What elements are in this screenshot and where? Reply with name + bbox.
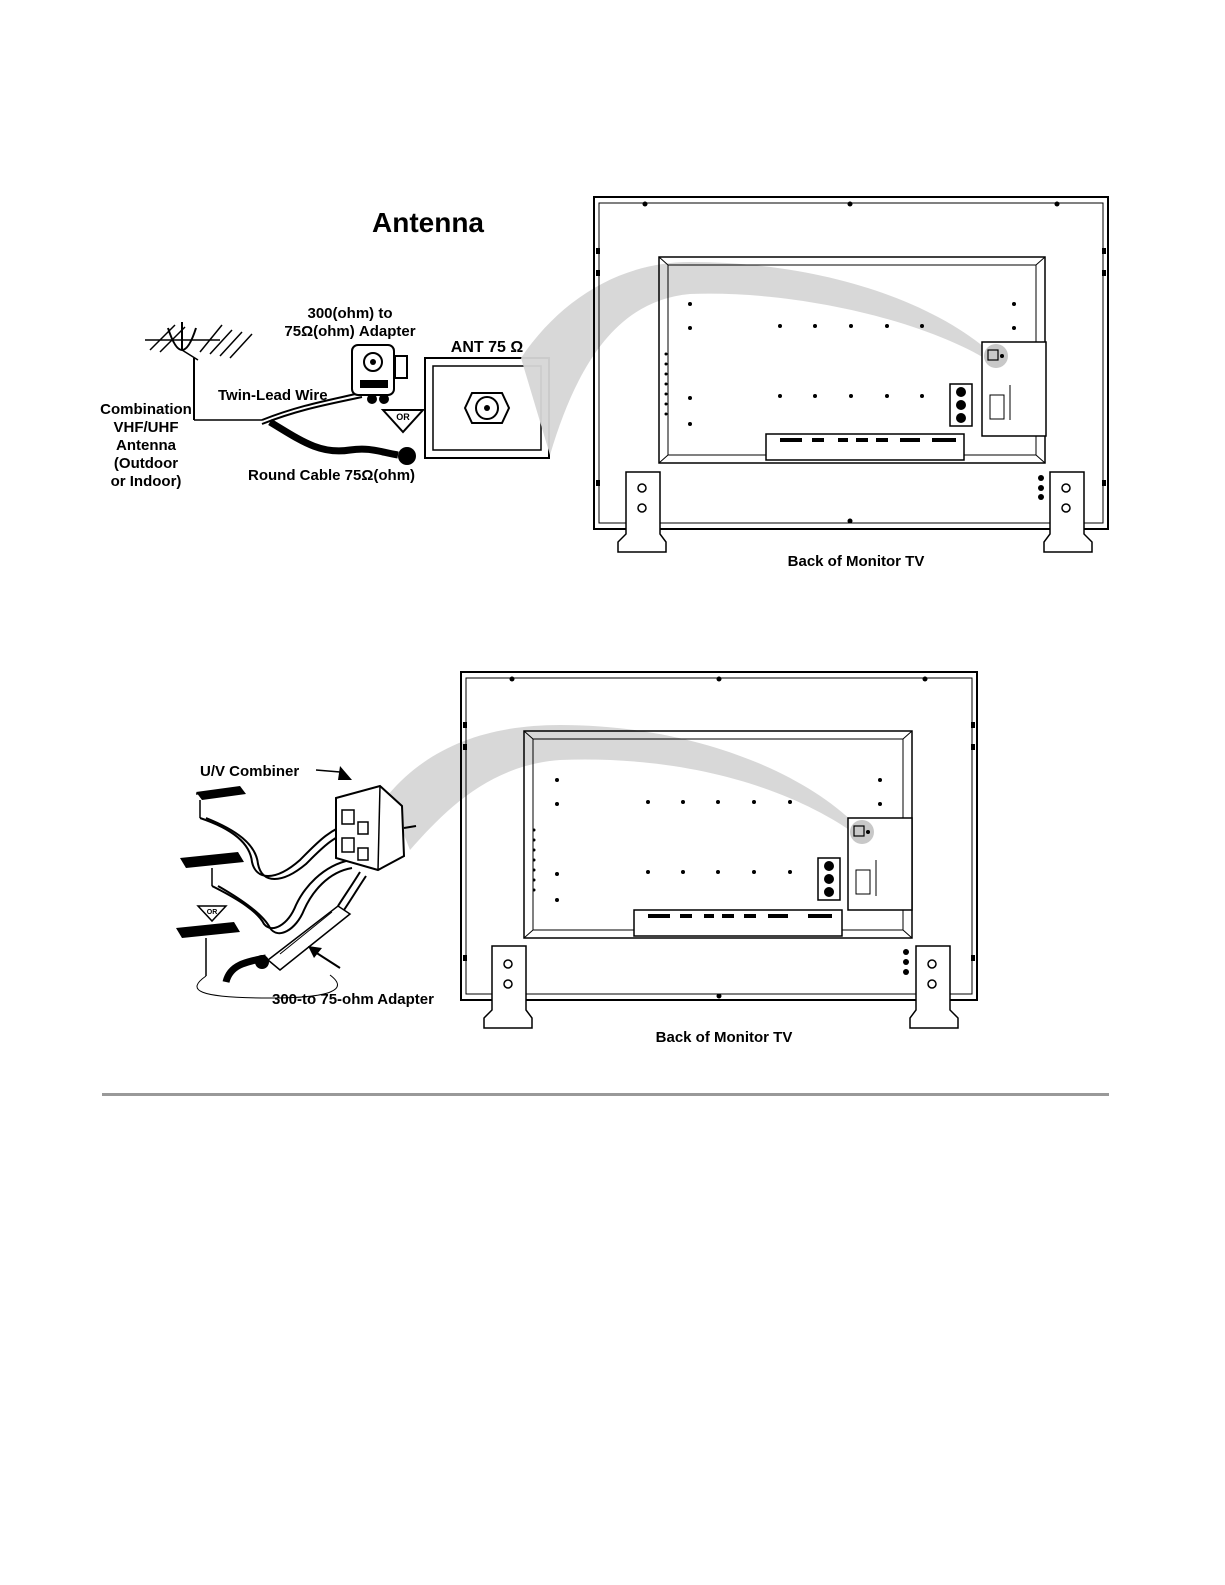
antenna-label-line3: Antenna xyxy=(116,437,177,454)
adapter-label-line1: 300(ohm) to xyxy=(307,305,392,322)
round-cable-label: Round Cable 75Ω(ohm) xyxy=(248,467,415,484)
diagram-title: Antenna xyxy=(372,207,484,238)
twin-lead-label: Twin-Lead Wire xyxy=(218,387,328,404)
uhf-antenna-icon xyxy=(196,786,352,879)
or-badge-2-text: OR xyxy=(207,909,218,916)
or-badge-text: OR xyxy=(396,412,410,422)
diagram-combiner: OR U/V Combiner 300-to 75-ohm Adapter xyxy=(176,672,977,1046)
tv-back-2 xyxy=(461,672,977,1028)
zoom-beam xyxy=(521,262,994,455)
cable-connector-icon xyxy=(398,447,416,465)
adapter-label-2: 300-to 75-ohm Adapter xyxy=(272,991,434,1008)
tv-back-caption-1: Back of Monitor TV xyxy=(788,553,925,570)
jack-label: ANT 75 Ω xyxy=(451,339,524,356)
adapter-label-line2: 75Ω(ohm) Adapter xyxy=(284,323,415,340)
page-divider xyxy=(102,1093,1109,1096)
antenna-label-line4: (Outdoor xyxy=(114,455,178,472)
antenna-label-line1: Combination xyxy=(100,401,192,418)
combiner-label: U/V Combiner xyxy=(200,763,299,780)
long-adapter-icon xyxy=(255,872,366,970)
antenna-label-line5: or Indoor) xyxy=(111,473,182,490)
or-badge-icon: OR xyxy=(383,410,423,432)
or-badge-2-icon: OR xyxy=(198,906,226,921)
zoom-beam-2 xyxy=(388,725,858,850)
tv-back-1 xyxy=(594,197,1108,552)
antenna-label-line2: VHF/UHF xyxy=(114,419,179,436)
diagram-antenna: Antenna xyxy=(100,197,1108,570)
adapter-icon xyxy=(352,345,407,404)
tv-back-caption-2: Back of Monitor TV xyxy=(656,1029,793,1046)
